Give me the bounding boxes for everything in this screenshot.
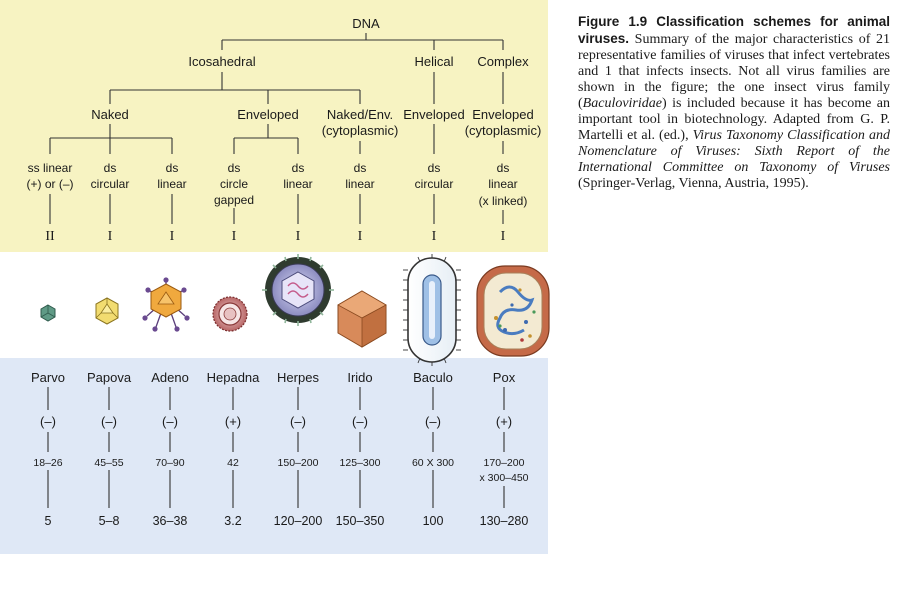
classification-tree-panel [0, 0, 548, 252]
genome-linear: linear [345, 177, 374, 191]
family-genome: 120–200 [274, 514, 323, 528]
class-label: I [501, 229, 506, 244]
caption-text: (Springer-Verlag, Vienna, Austria, 1995)… [578, 176, 809, 191]
genome-linear: linear [488, 177, 517, 191]
family-genome: 5–8 [99, 514, 120, 528]
caption-text: Summary of the major characteristics of … [578, 32, 890, 111]
family-genome: 130–280 [480, 514, 529, 528]
family-size: 60 X 300 [412, 457, 454, 469]
family-size: 125–300 [340, 457, 381, 469]
family-herpes: Herpes [277, 370, 319, 385]
family-sense: (–) [425, 414, 441, 429]
parvovirus-icon [40, 304, 56, 322]
genome-x-linked: (x linked) [479, 194, 528, 208]
family-baculo: Baculo [413, 370, 453, 385]
family-papova: Papova [87, 370, 132, 385]
family-genome: 3.2 [224, 514, 241, 528]
family-irido: Irido [347, 370, 372, 385]
tree-helical-enveloped: Enveloped [403, 107, 464, 122]
genome-ds: ds [428, 161, 441, 175]
tree-icosahedral: Icosahedral [188, 54, 255, 69]
tree-complex: Complex [477, 54, 529, 69]
genome-circular: circular [415, 177, 454, 191]
family-sense: (–) [101, 414, 117, 429]
family-genome: 36–38 [153, 514, 188, 528]
genome-linear: linear [157, 177, 186, 191]
family-parvo: Parvo [31, 370, 65, 385]
family-genome: 150–350 [336, 514, 385, 528]
tree-complex-enveloped: Enveloped [472, 107, 533, 122]
family-sense: (–) [162, 414, 178, 429]
tree-naked-env: Naked/Env. [327, 107, 393, 122]
genome-circle: circle [220, 177, 248, 191]
iridovirus-icon [337, 290, 387, 348]
class-label: I [232, 229, 237, 244]
caption-italic: Virus Taxonomy Classification and Nomenc… [578, 128, 891, 175]
family-properties-panel [0, 358, 548, 554]
baculovirus-icon [403, 254, 461, 366]
family-genome: 5 [45, 514, 52, 528]
family-sense: (+) [225, 414, 241, 429]
tree-naked: Naked [91, 107, 129, 122]
genome-ds: ds [166, 161, 179, 175]
family-hepadna: Hepadna [207, 370, 261, 385]
caption-title: Figure 1.9 Classification schemes for an… [578, 14, 890, 46]
genome-ds: ds [104, 161, 117, 175]
class-label: I [432, 229, 437, 244]
family-size: 18–26 [33, 457, 62, 469]
genome-ss-sense: (+) or (–) [26, 177, 73, 191]
tree-naked-env-cyto: (cytoplasmic) [322, 123, 399, 138]
genome-circular: circular [91, 177, 130, 191]
genome-ds: ds [497, 161, 510, 175]
class-label: I [170, 229, 175, 244]
papovavirus-icon [95, 297, 119, 325]
family-connectors [47, 387, 505, 508]
class-label: II [45, 229, 55, 244]
family-size: 170–200 [484, 457, 525, 469]
poxvirus-icon [476, 265, 550, 357]
genome-ds: ds [228, 161, 241, 175]
tree-enveloped: Enveloped [237, 107, 298, 122]
class-label: I [296, 229, 301, 244]
class-label: I [108, 229, 113, 244]
genome-linear: linear [283, 177, 312, 191]
caption-text: ) is included because it has become an i… [578, 96, 890, 143]
family-adeno: Adeno [151, 370, 189, 385]
family-sense: (–) [352, 414, 368, 429]
family-size: 45–55 [94, 457, 123, 469]
adenovirus-icon [142, 277, 190, 332]
family-sense: (–) [290, 414, 306, 429]
family-size: 150–200 [278, 457, 319, 469]
caption-italic: Baculoviridae [582, 96, 662, 111]
tree-root-dna: DNA [352, 16, 380, 31]
family-size: 42 [227, 457, 239, 469]
figure-caption: Figure 1.9 Classification schemes for an… [578, 14, 890, 192]
family-pox: Pox [493, 370, 516, 385]
family-size: 70–90 [155, 457, 184, 469]
family-size-2: x 300–450 [479, 472, 528, 484]
class-label: I [358, 229, 363, 244]
genome-ss-linear: ss linear [28, 161, 73, 175]
hepadnavirus-icon [212, 296, 248, 332]
family-sense: (+) [496, 414, 512, 429]
tree-connectors [49, 33, 504, 224]
tree-helical: Helical [414, 54, 453, 69]
family-sense: (–) [40, 414, 56, 429]
family-genome: 100 [423, 514, 444, 528]
herpesvirus-icon [262, 254, 334, 326]
genome-gapped: gapped [214, 193, 254, 207]
genome-ds: ds [292, 161, 305, 175]
genome-ds: ds [354, 161, 367, 175]
tree-complex-cyto: (cytoplasmic) [465, 123, 542, 138]
